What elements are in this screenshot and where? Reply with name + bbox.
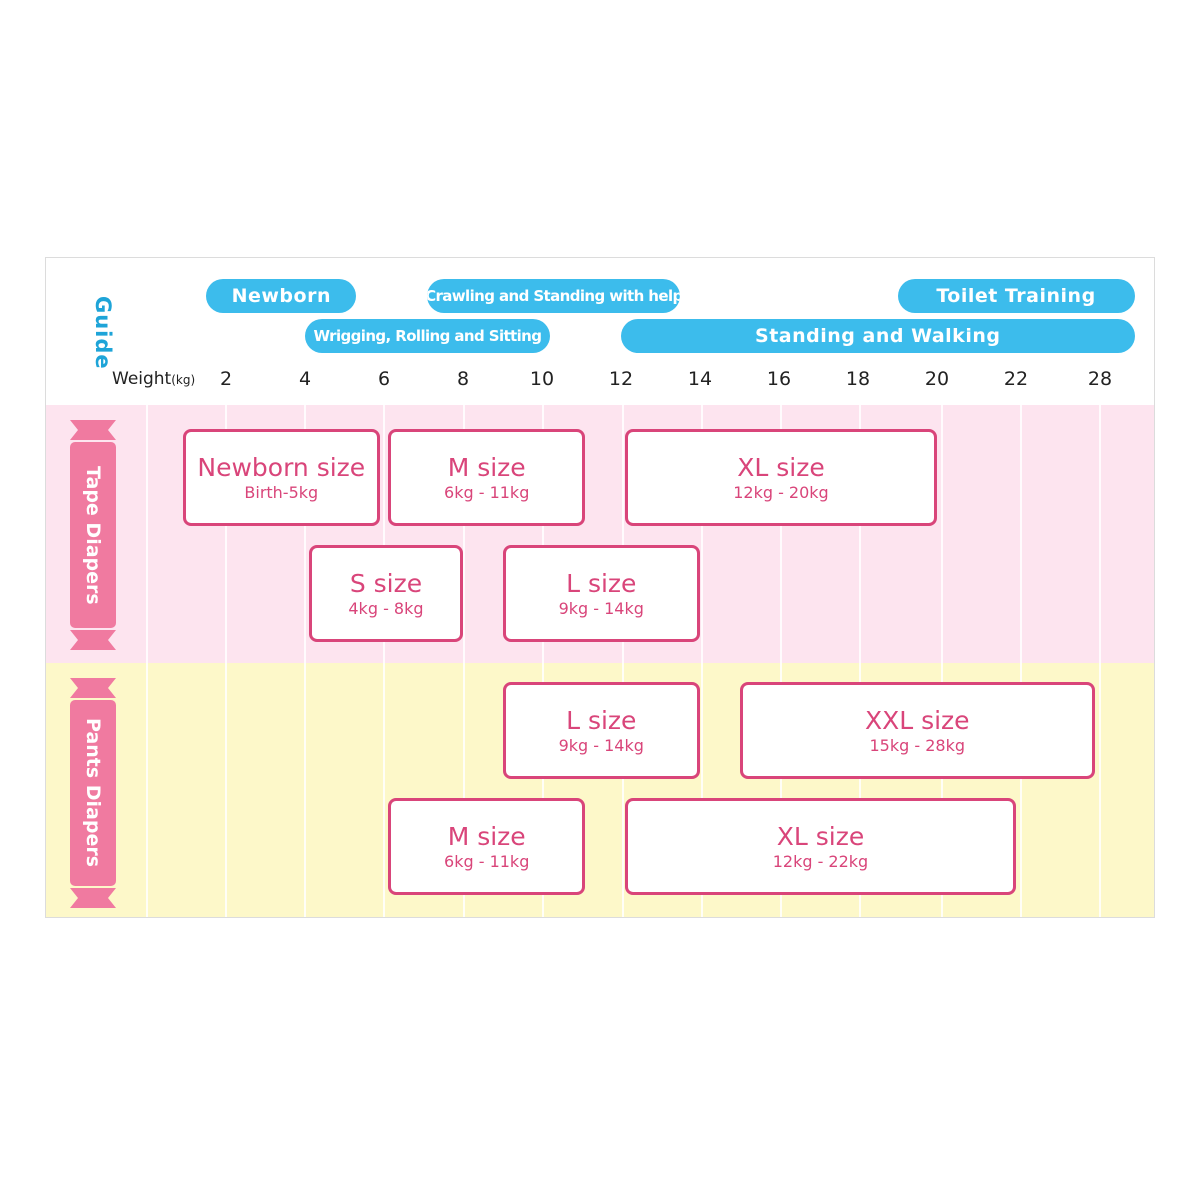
size-name: XL size: [737, 452, 825, 482]
tape-diapers-label-text: Tape Diapers: [82, 465, 104, 605]
guide-title: Guide: [91, 296, 115, 370]
weight-tick-label: 2: [219, 368, 233, 390]
pants-diapers-label: Pants Diapers: [70, 678, 116, 908]
weight-axis-title: Weight: [112, 369, 172, 389]
gridline: [1099, 405, 1101, 917]
size-name: L size: [566, 568, 637, 598]
weight-tick-label: 22: [1003, 368, 1029, 390]
stage-pill: Crawling and Standing with help: [427, 279, 681, 313]
gridline: [701, 405, 703, 917]
stage-pill: Wrigging, Rolling and Sitting: [305, 319, 550, 353]
size-range: 6kg - 11kg: [444, 851, 530, 871]
pants-diapers-label-bar: [70, 700, 116, 886]
weight-tick-label: 18: [845, 368, 871, 390]
weight-tick-label: 8: [456, 368, 470, 390]
gridline: [146, 405, 148, 917]
weight-tick-label: 6: [377, 368, 391, 390]
weight-tick-label: 28: [1087, 368, 1113, 390]
weight-axis-unit: (kg): [171, 373, 196, 387]
stage-pill: Standing and Walking: [621, 319, 1135, 353]
gridline: [859, 405, 861, 917]
pants-diapers-label-text: Pants Diapers: [82, 718, 104, 868]
size-range: 12kg - 22kg: [772, 851, 869, 871]
size-range: Birth-5kg: [244, 482, 319, 502]
gridline: [780, 405, 782, 917]
size-range: 15kg - 28kg: [869, 735, 965, 755]
ribbon-top-icon: [70, 420, 116, 440]
size-name: M size: [447, 452, 526, 482]
weight-tick-label: 20: [924, 368, 950, 390]
size-name: L size: [566, 705, 637, 735]
gridline: [941, 405, 943, 917]
size-range: 4kg - 8kg: [348, 598, 424, 618]
stage-pill: Toilet Training: [897, 279, 1135, 313]
gridline: [1020, 405, 1022, 917]
gridline: [463, 405, 465, 917]
gridline: [542, 405, 544, 917]
size-name: XL size: [776, 821, 865, 851]
size-range: 6kg - 11kg: [444, 482, 530, 502]
size-range: 9kg - 14kg: [558, 735, 644, 755]
weight-tick-label: 12: [608, 368, 634, 390]
size-name: XXL size: [864, 705, 970, 735]
size-range: 9kg - 14kg: [558, 598, 644, 618]
size-range: 12kg - 20kg: [733, 482, 829, 502]
ribbon-bottom-icon: [70, 888, 116, 908]
diaper-size-chart: Guide Newborn Crawling and Standing with …: [45, 257, 1155, 918]
weight-tick-label: 10: [529, 368, 555, 390]
ribbon-bottom-icon: [70, 630, 116, 650]
gridline: [383, 405, 385, 917]
weight-tick-label: 16: [766, 368, 792, 390]
weight-tick-label: 4: [298, 368, 312, 390]
ribbon-top-icon: [70, 678, 116, 698]
size-name: M size: [447, 821, 526, 851]
weight-tick-label: 14: [687, 368, 713, 390]
tape-diapers-label-bar: [70, 442, 116, 628]
gridline: [622, 405, 624, 917]
gridline: [225, 405, 227, 917]
stage-pill: Newborn: [206, 279, 357, 313]
size-name: S size: [349, 568, 423, 598]
size-name: Newborn size: [197, 452, 366, 482]
weight-axis-label: Weight(kg): [112, 369, 195, 389]
gridline: [304, 405, 306, 917]
tape-diapers-label: Tape Diapers: [70, 420, 116, 650]
